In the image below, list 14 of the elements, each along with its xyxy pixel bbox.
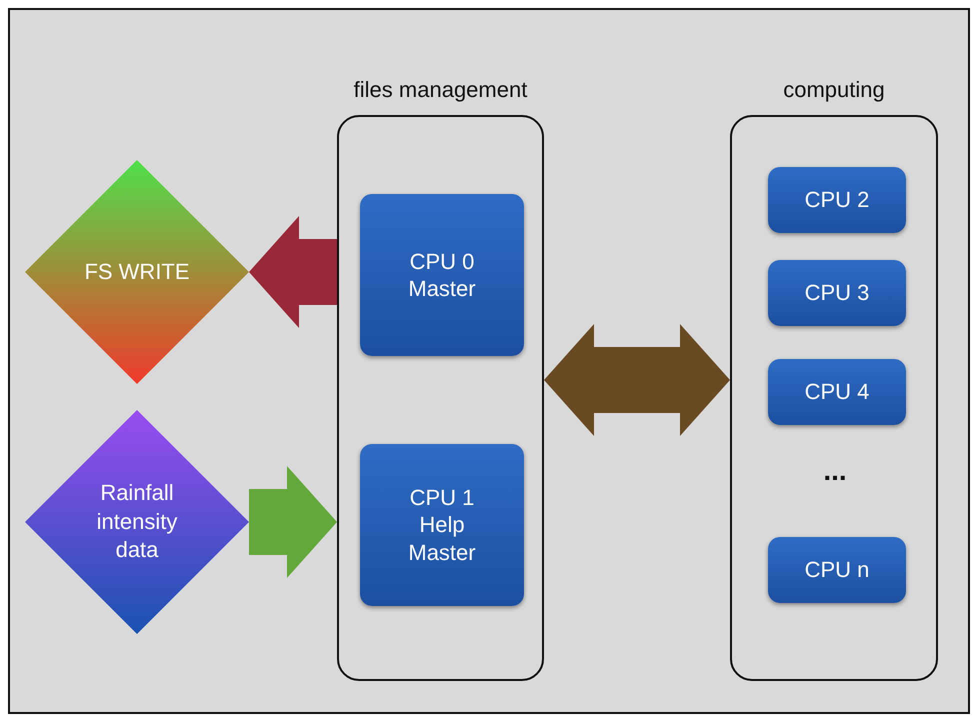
node-label: Rainfall intensity data	[96, 479, 178, 564]
cpu-box: CPU 1 Help Master	[360, 444, 524, 606]
cpu-box: CPU 3	[768, 260, 906, 326]
group-heading: computing	[782, 76, 886, 104]
cpu-box: CPU 0 Master	[360, 194, 524, 356]
block-arrow	[249, 216, 337, 328]
ellipsis-text: ...	[822, 455, 848, 487]
node-label: FS WRITE	[83, 258, 191, 286]
group-heading: files management	[352, 76, 528, 104]
block-arrow	[544, 324, 730, 436]
cpu-box: CPU n	[768, 537, 906, 603]
cpu-box: CPU 4	[768, 359, 906, 425]
block-arrow	[249, 466, 337, 578]
cpu-box: CPU 2	[768, 167, 906, 233]
